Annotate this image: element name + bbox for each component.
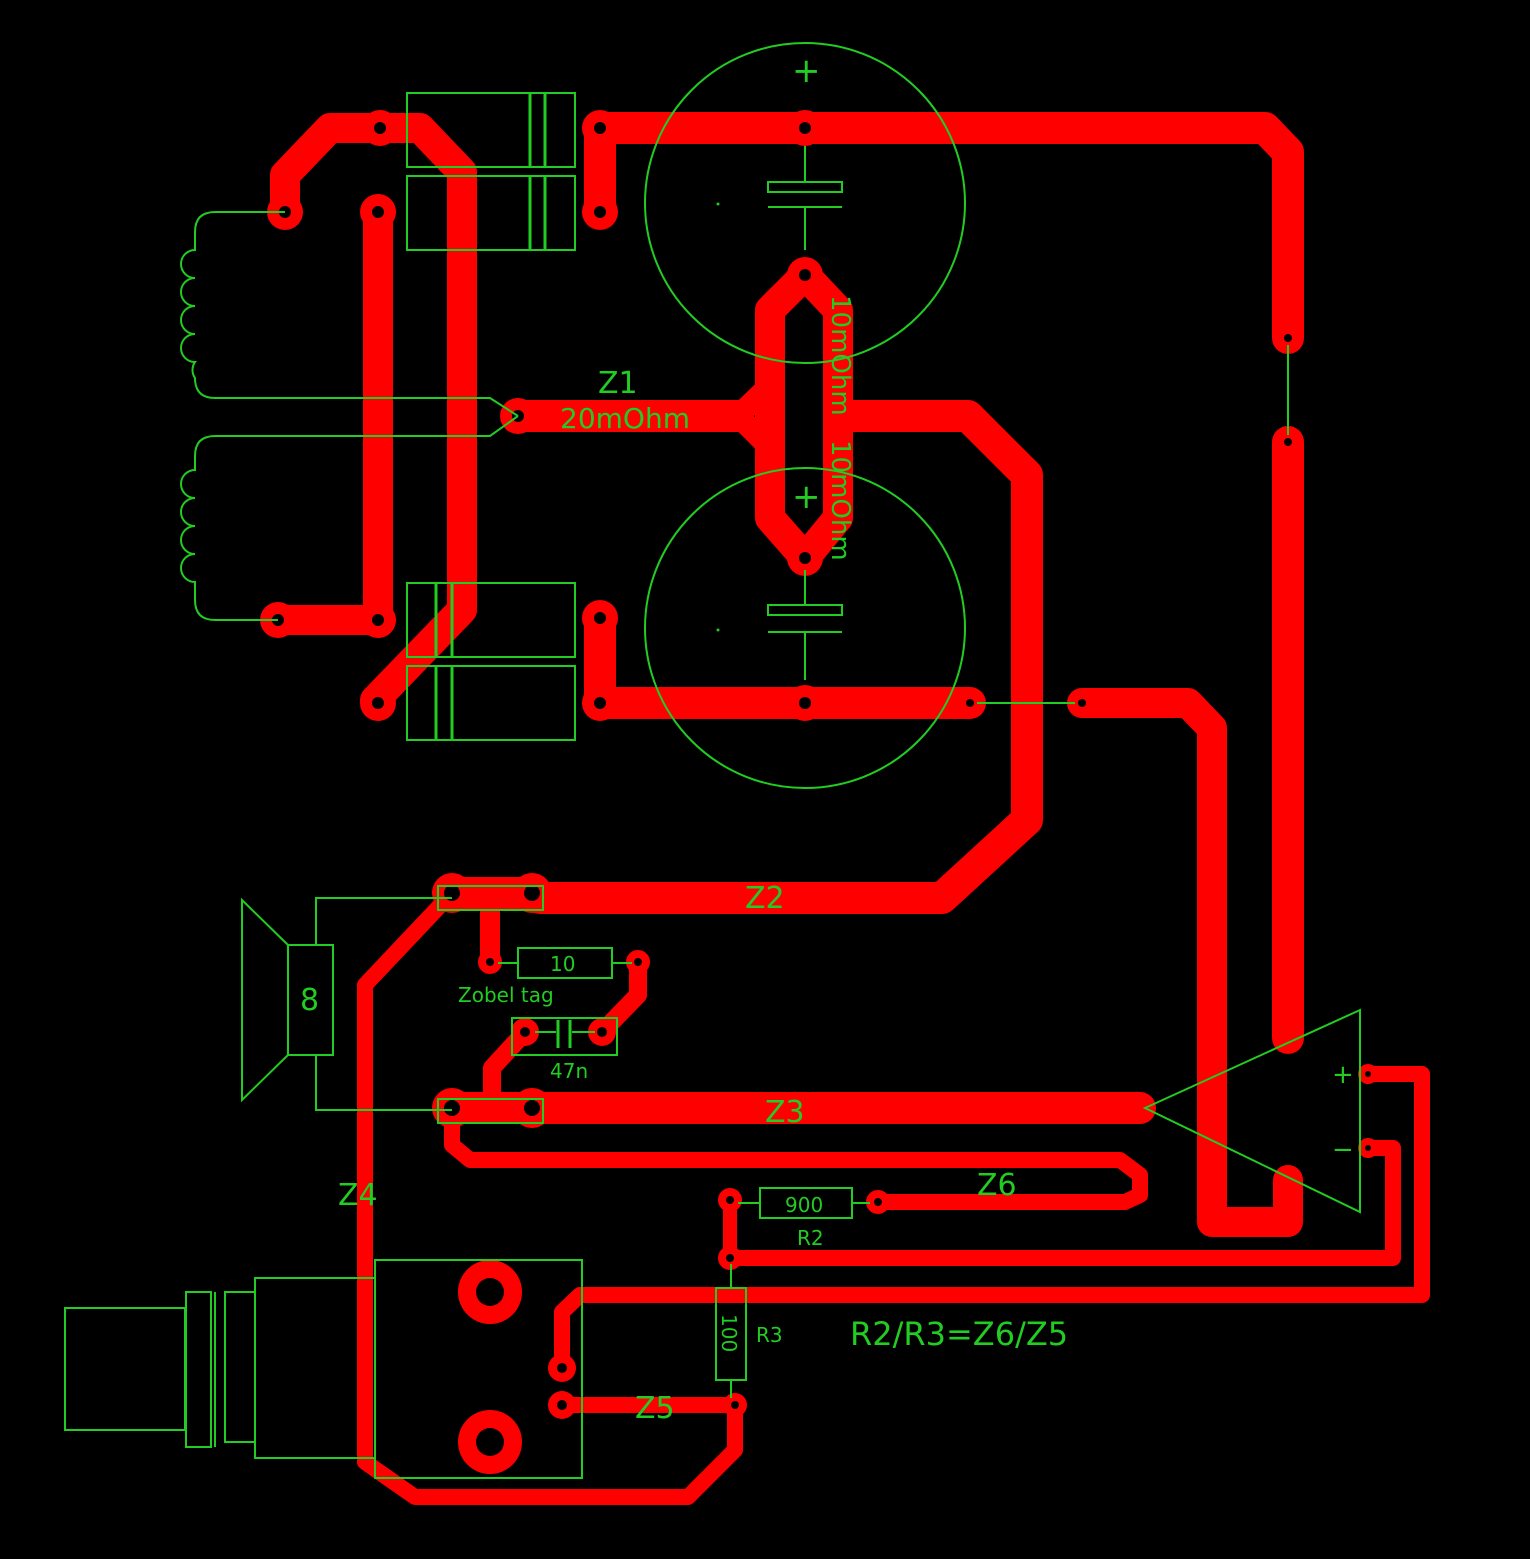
trace-feedback-minus [722,1140,1401,1266]
rectifier-top-b [406,175,576,251]
label-cap-top-plus: + [792,51,821,91]
label-z2: Z2 [745,881,785,916]
label-opamp-plus: + [1332,1060,1354,1090]
copper-traces [263,112,1430,1505]
label-r3-value: 100 [717,1314,741,1352]
trace-top-left-loop [270,113,395,227]
silkscreen [64,42,1361,1479]
transformer-winding-bottom [180,415,519,621]
trace-input-plus [554,1066,1430,1376]
zobel-capacitor-body [511,1017,618,1056]
capacitor-top-outline [644,42,966,364]
label-speaker-value: 8 [300,983,319,1018]
speaker-cone [241,897,289,1103]
capacitor-bottom-outline [644,467,966,789]
label-zobel-cap: 47n [550,1059,588,1083]
label-opamp-minus: − [1332,1135,1354,1165]
label-r2-value: 900 [785,1193,823,1217]
label-r2-name: R2 [797,1226,824,1250]
label-r-top: 10mOhm [825,295,855,416]
jack-plug [64,1307,186,1431]
trace-z4 [357,885,743,1505]
label-zobel-resistor: 10 [550,952,575,976]
opamp-triangle [1142,1008,1361,1214]
label-z5: Z5 [635,1391,675,1426]
trace-z6-loop [444,1104,1148,1210]
rectifier-bottom-b [406,665,576,741]
trace-top-rail [584,112,1304,354]
label-r3-name: R3 [756,1323,783,1347]
trace-z1-fan-2 [727,405,781,459]
label-zobel-caption: Zobel tag [458,983,554,1007]
trace-amp-supply [1067,688,1303,1237]
rectifier-bottom-a [406,582,576,658]
label-z3: Z3 [765,1095,805,1130]
label-z1: Z1 [598,366,638,401]
label-z4: Z4 [338,1178,378,1213]
trace-ground-to-z2 [524,400,1043,914]
transformer-winding-top [180,211,519,417]
label-r-bottom: 10mOhm [825,440,855,561]
label-z1-value: 20mOhm [560,402,690,435]
centre-dots [716,202,720,632]
rectifier-top-a [406,92,576,168]
label-z6: Z6 [977,1168,1017,1203]
labels: Z1 20mOhm 10mOhm 10mOhm + + Z2 Z3 Z4 Z5 … [300,51,1354,1426]
label-cap-bottom-plus: + [792,477,821,517]
label-ratio: R2/R3=Z6/Z5 [850,1315,1068,1353]
